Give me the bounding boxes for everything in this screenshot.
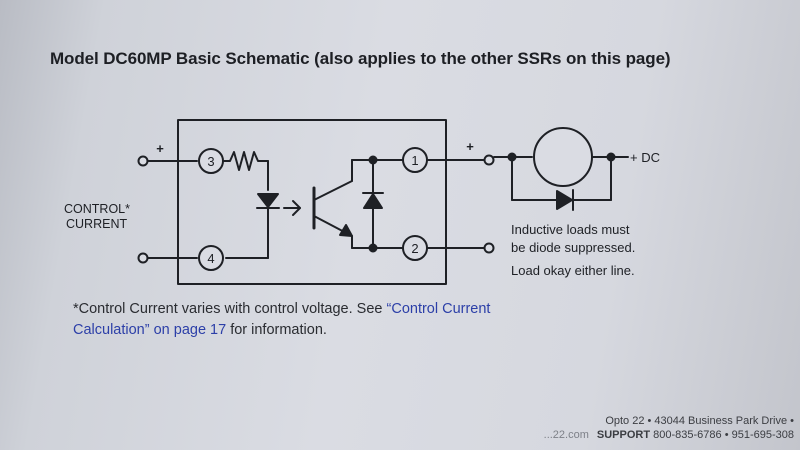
footer-support-line: ...22.com SUPPORT 800-835-6786 • 951-695-… [544,428,794,442]
suppressor-diode-triangle [556,190,573,210]
control-plus-terminal-dot [137,155,149,167]
terminal-2-label: 2 [411,241,418,256]
load-circle [533,127,593,187]
terminal-1-label: 1 [411,153,418,168]
control-current-label-line2: CURRENT [66,217,127,231]
terminal-4-label: 4 [207,251,214,266]
output-bottom-terminal-dot [483,242,495,254]
emitter-arrow [339,224,353,237]
load-note-line3: Load okay either line. [511,263,635,278]
control-plus-sign: + [156,141,164,156]
page-footer: Opto 22 • 43044 Business Park Drive • ..… [544,414,794,442]
control-minus-terminal-dot [137,252,149,264]
protection-diode-triangle [363,193,383,209]
ssr-package-box [177,119,447,285]
load-note-line2: be diode suppressed. [511,240,635,255]
output-top-terminal-dot [483,154,495,166]
transistor-collector [313,180,353,201]
led-triangle [257,193,279,208]
resistor-symbol [222,151,269,171]
terminal-4-circle [198,245,224,271]
page-title: Model DC60MP Basic Schematic (also appli… [50,49,671,68]
light-arrow-head [292,200,301,216]
control-current-label-line1: CONTROL* [64,202,130,216]
footnote: *Control Current varies with control vol… [73,299,503,341]
footnote-suffix: for information. [226,322,327,338]
footer-website-fragment: ...22.com [543,429,589,441]
footer-phone-numbers: 800-835-6786 • 951-695-308 [650,429,794,441]
footer-support-label: SUPPORT [596,429,651,441]
footer-address: Opto 22 • 43044 Business Park Drive • [605,415,794,427]
output-plus-sign: + [466,139,474,154]
terminal-3-label: 3 [207,154,214,169]
control-current-calculation-link[interactable]: “Control Current Calculation” on page 17 [73,301,491,338]
load-note-line1: Inductive loads must [511,222,630,237]
dc-label: + DC [630,150,660,165]
footnote-prefix: *Control Current varies with control vol… [73,301,387,317]
